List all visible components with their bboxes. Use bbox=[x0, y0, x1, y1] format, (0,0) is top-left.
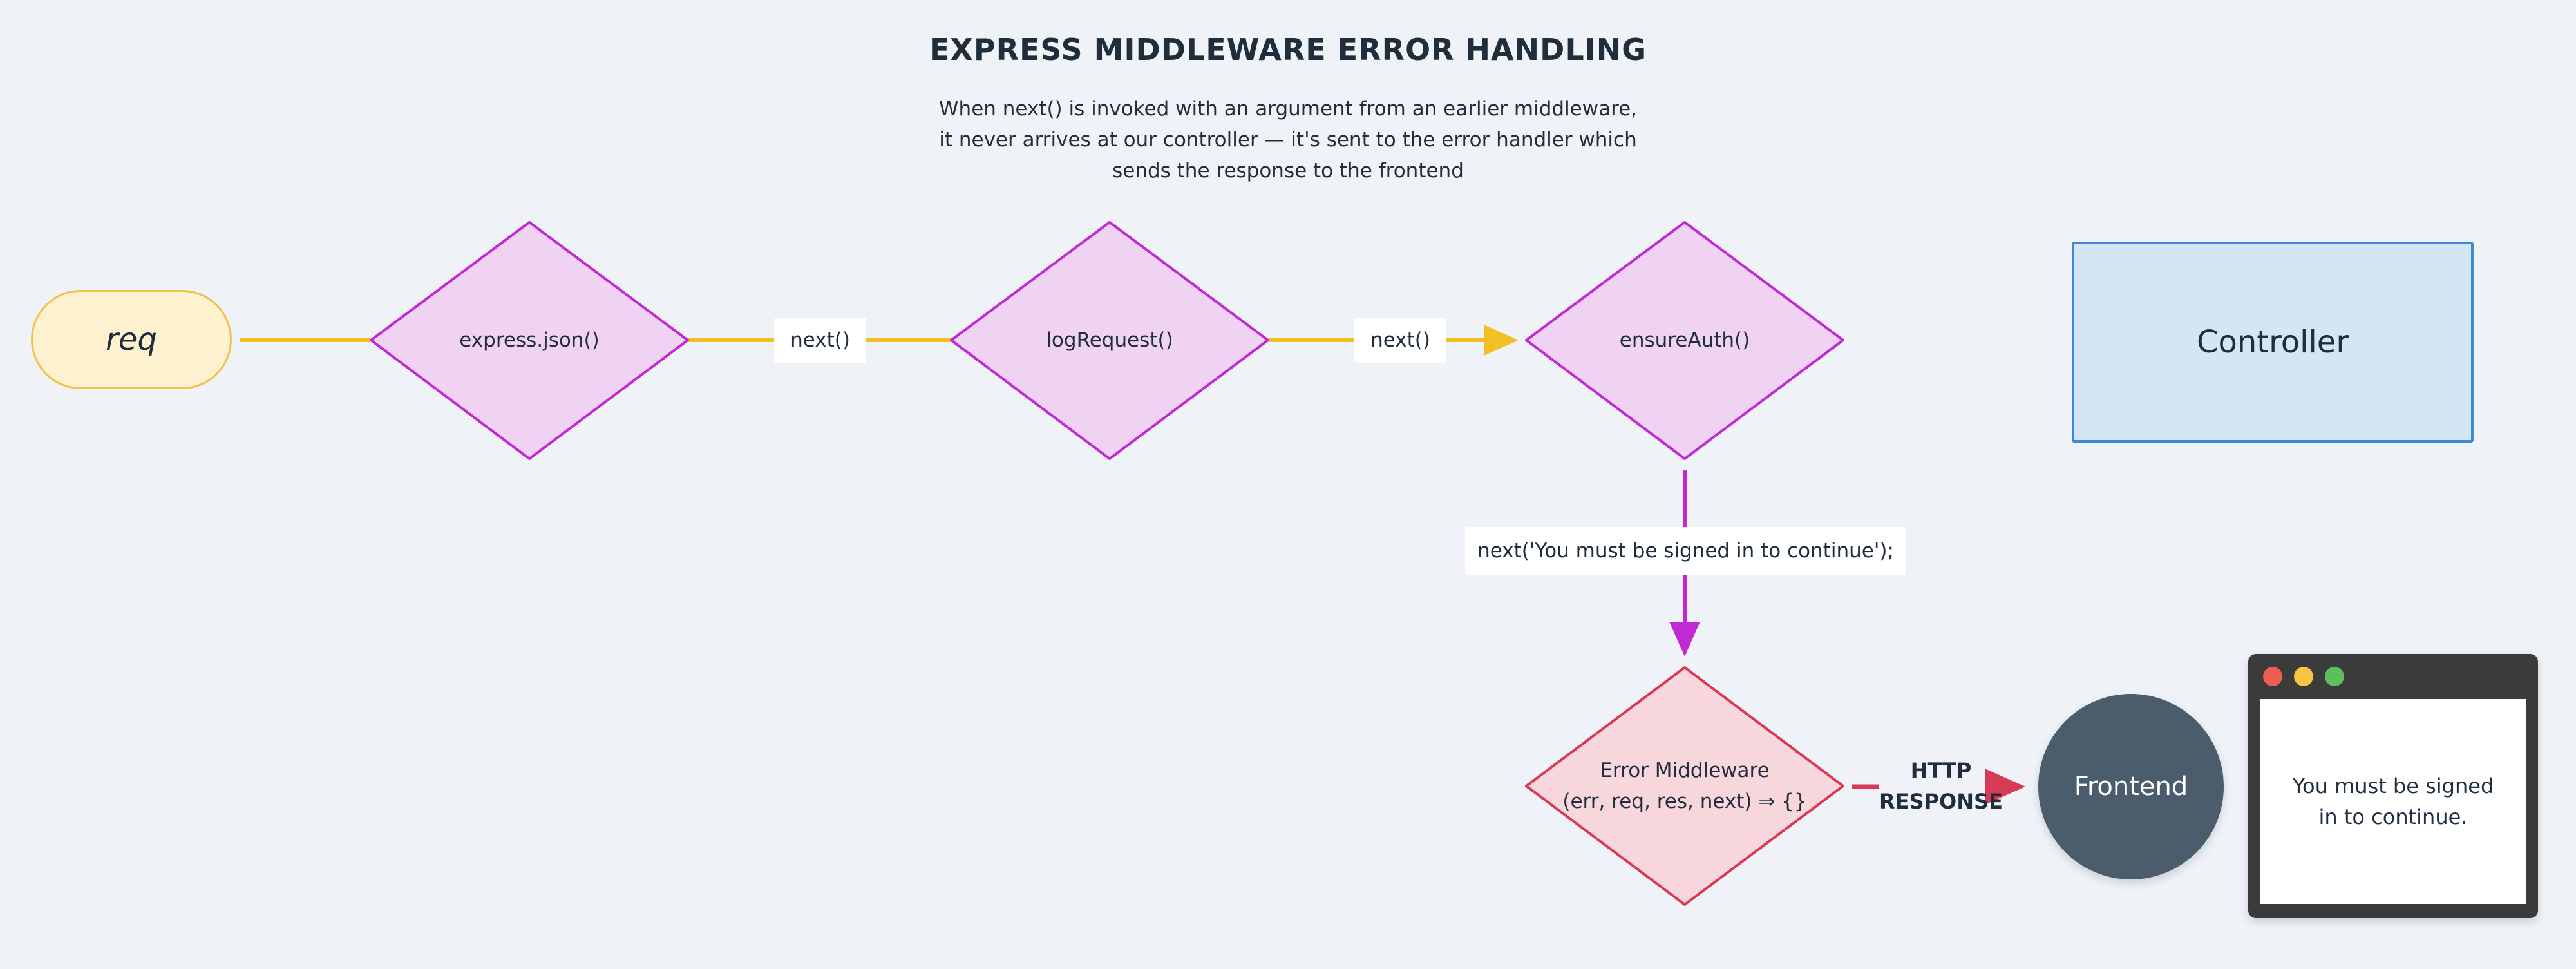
req-label: req bbox=[106, 321, 157, 358]
subtitle-line: When next() is invoked with an argument … bbox=[938, 97, 1638, 120]
diagram-title: EXPRESS MIDDLEWARE ERROR HANDLING bbox=[929, 32, 1647, 67]
subtitle-line: it never arrives at our controller — it'… bbox=[939, 128, 1637, 151]
browser-window: You must be signed in to continue. bbox=[2248, 654, 2538, 918]
controller-label: Controller bbox=[2196, 324, 2349, 360]
error-middleware-signature: (err, req, res, next) ⇒ {} bbox=[1562, 790, 1807, 813]
maximize-dot-icon bbox=[2325, 667, 2344, 686]
frontend-label: Frontend bbox=[2074, 772, 2188, 801]
log-request-label: logRequest() bbox=[1046, 329, 1173, 352]
http-response-line: RESPONSE bbox=[1879, 789, 2003, 814]
minimize-dot-icon bbox=[2294, 667, 2313, 686]
next-label-2: next() bbox=[1354, 318, 1446, 363]
next-label-1: next() bbox=[774, 318, 866, 363]
log-request-diamond bbox=[950, 221, 1269, 460]
next-error-label: next('You must be signed in to continue'… bbox=[1465, 527, 1906, 575]
ensure-auth-label: ensureAuth() bbox=[1619, 329, 1750, 352]
req-node: req bbox=[31, 290, 232, 389]
controller-node: Controller bbox=[2072, 242, 2474, 443]
browser-message-line: in to continue. bbox=[2318, 805, 2468, 829]
browser-content: You must be signed in to continue. bbox=[2260, 699, 2526, 904]
error-middleware-label: Error Middleware (err, req, res, next) ⇒… bbox=[1537, 755, 1833, 817]
subtitle-line: sends the response to the frontend bbox=[1112, 159, 1464, 182]
http-response-label: HTTP RESPONSE bbox=[1877, 755, 2005, 817]
http-response-line: HTTP bbox=[1910, 758, 1972, 783]
diagram-subtitle: When next() is invoked with an argument … bbox=[773, 93, 1803, 186]
express-json-diamond bbox=[370, 221, 689, 460]
express-json-label: express.json() bbox=[459, 329, 600, 352]
close-dot-icon bbox=[2263, 667, 2282, 686]
error-middleware-name: Error Middleware bbox=[1600, 759, 1770, 782]
frontend-node: Frontend bbox=[2038, 694, 2224, 879]
error-middleware-diamond bbox=[1525, 666, 1844, 906]
ensure-auth-diamond bbox=[1525, 221, 1844, 460]
browser-message-line: You must be signed bbox=[2292, 774, 2494, 798]
